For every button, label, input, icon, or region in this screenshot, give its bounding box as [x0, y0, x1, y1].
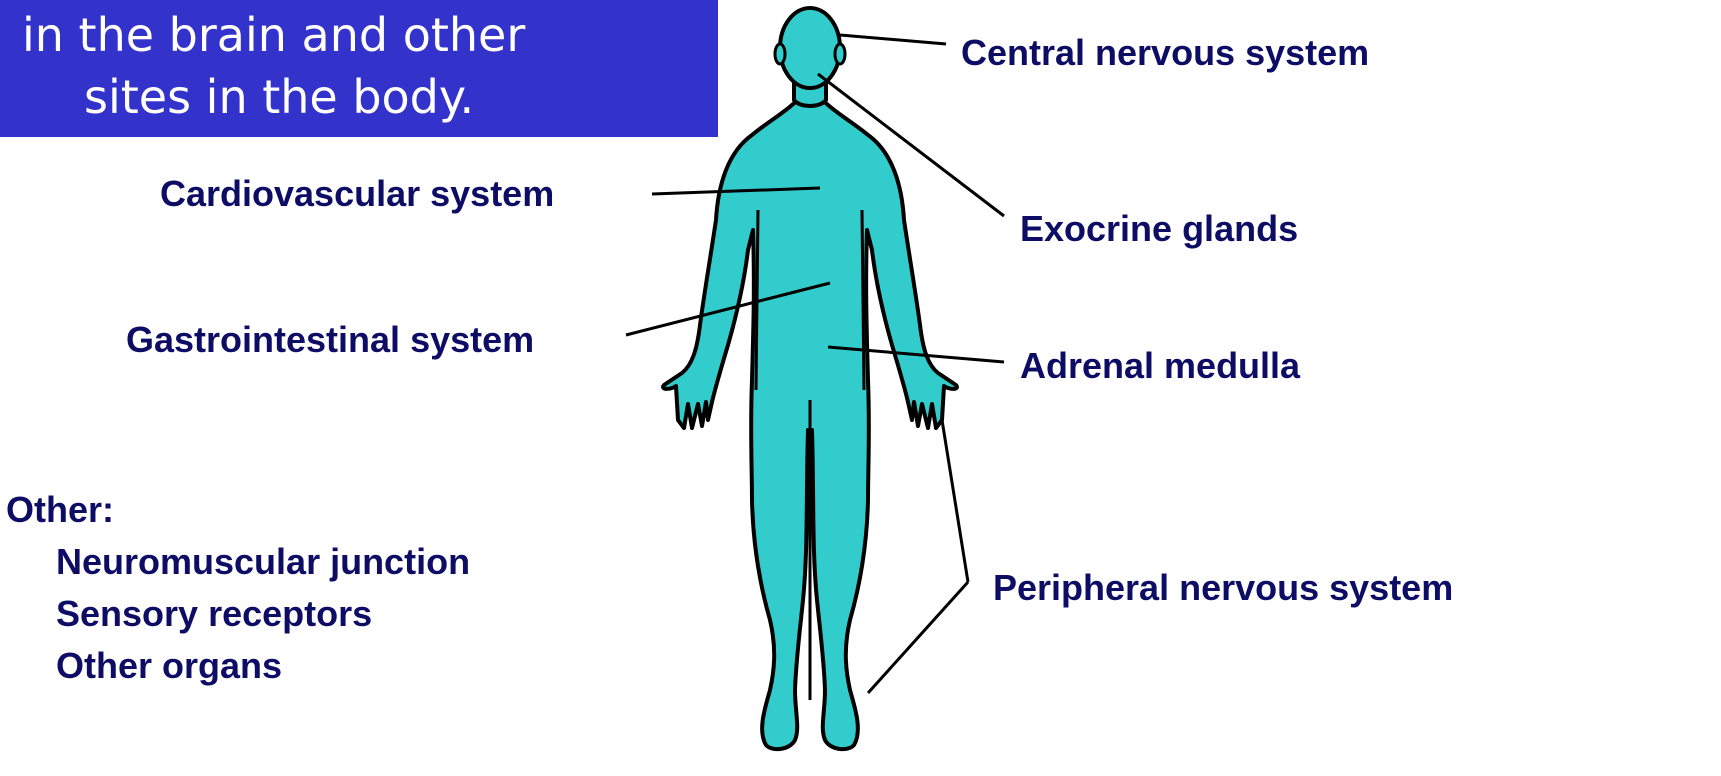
- label-cardiovascular-system: Cardiovascular system: [160, 176, 554, 212]
- label-adrenal-medulla: Adrenal medulla: [1020, 348, 1300, 384]
- right-ear: [835, 44, 845, 64]
- label-central-nervous-system: Central nervous system: [961, 35, 1369, 71]
- label-exocrine-glands: Exocrine glands: [1020, 211, 1298, 247]
- leader-peripheral-lower: [868, 582, 968, 693]
- other-heading: Other:: [6, 484, 470, 536]
- other-list: Neuromuscular junction Sensory receptors…: [6, 536, 470, 692]
- leader-peripheral-upper: [942, 420, 968, 582]
- other-item-other-organs: Other organs: [56, 640, 470, 692]
- other-sites-block: Other: Neuromuscular junction Sensory re…: [6, 484, 470, 692]
- left-ear: [775, 44, 785, 64]
- other-item-neuromuscular-junction: Neuromuscular junction: [56, 536, 470, 588]
- human-body-figure: [663, 8, 957, 749]
- leader-cns: [840, 35, 946, 44]
- right-arm-inner-line: [862, 210, 864, 390]
- other-item-sensory-receptors: Sensory receptors: [56, 588, 470, 640]
- label-gastrointestinal-system: Gastrointestinal system: [126, 322, 534, 358]
- label-peripheral-nervous-system: Peripheral nervous system: [993, 570, 1453, 606]
- head: [780, 8, 840, 88]
